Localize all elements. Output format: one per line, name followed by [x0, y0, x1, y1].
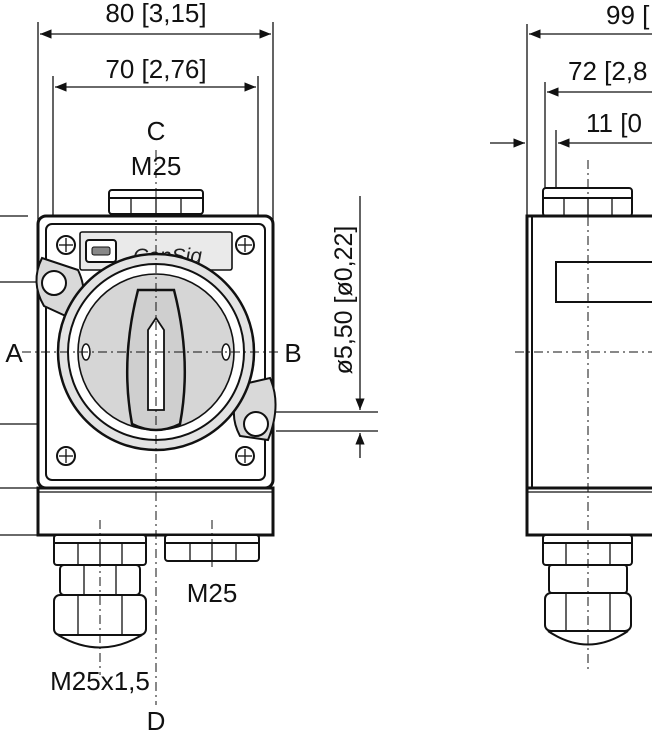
screw-bottom-right [235, 446, 255, 466]
front-view: 80 [3,15] 70 [2,76] C M25 [0, 0, 378, 734]
width-inner-label: 70 [2,76] [105, 54, 206, 84]
screw-bottom-left [56, 446, 76, 466]
dimension-width-inner: 70 [2,76] [52, 54, 259, 218]
bottom-thread-right-label: M25 [187, 578, 238, 608]
dimension-side-mid: 72 [2,8 [544, 56, 652, 188]
side-a-label: A [5, 338, 23, 368]
left-reference-lines [0, 215, 42, 536]
side-bottom-gland [542, 534, 633, 646]
hole-diameter-label: ø5,50 [ø0,22] [330, 226, 358, 375]
side-total-label: 99 [ [606, 0, 650, 30]
port-d-label: D [147, 706, 166, 734]
side-mid-label: 72 [2,8 [568, 56, 648, 86]
side-b-label: B [284, 338, 301, 368]
bottom-thread-left-label: M25x1,5 [50, 666, 150, 696]
dimension-width-total: 80 [3,15] [37, 0, 274, 228]
dimension-side-total: 99 [ [526, 0, 652, 216]
side-housing [525, 214, 652, 537]
port-c-label: C [147, 116, 166, 146]
screw-top-right [235, 235, 255, 255]
side-small-label: 11 [0 [586, 108, 642, 138]
screw-top-left [56, 235, 76, 255]
side-view: 99 [ 72 [2,8 11 [0 [490, 0, 652, 670]
width-total-label: 80 [3,15] [105, 0, 206, 28]
dimension-hole-diameter: ø5,50 [ø0,22] [276, 196, 378, 458]
